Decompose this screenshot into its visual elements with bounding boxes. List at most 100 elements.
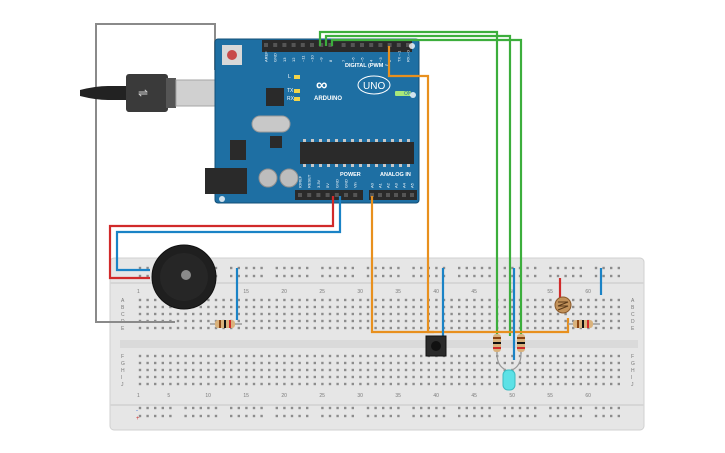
digital-pin-label: ~10 [310, 54, 315, 62]
row-letter: D [631, 319, 635, 325]
wire-green-2[interactable] [324, 34, 512, 336]
digital-pin-label: 8 [328, 59, 333, 62]
digital-pin-label: 12 [291, 57, 296, 62]
digital-pin-label: ~9 [319, 57, 324, 62]
digital-pin-label: ~11 [300, 55, 305, 62]
power-pin-label: Vin [353, 182, 358, 188]
photoresistor[interactable] [554, 296, 572, 314]
digital-label: DIGITAL (PWM ~) [345, 63, 390, 69]
column-number: 25 [319, 289, 325, 295]
rgb-led[interactable] [496, 353, 522, 391]
usb-cable[interactable]: ⇌ [80, 74, 221, 112]
digital-pin-label: RX←0 [406, 49, 411, 62]
row-letter: A [631, 298, 635, 304]
resistor-2[interactable] [493, 334, 501, 354]
column-number: 45 [471, 289, 477, 295]
column-number: 5 [167, 393, 170, 399]
wire-orange-analog[interactable] [370, 196, 570, 334]
power-pin-label: RESET [307, 174, 312, 188]
digital-pin-label: ~6 [350, 57, 355, 62]
column-number: 10 [205, 393, 211, 399]
column-number: 20 [281, 393, 287, 399]
column-number: 35 [395, 393, 401, 399]
atmega-chip-legs [303, 139, 410, 167]
column-number: 30 [357, 393, 363, 399]
pushbutton[interactable] [425, 335, 447, 357]
wire-green-1[interactable] [318, 30, 499, 336]
rail-plus-sign: + [136, 416, 140, 422]
column-number: 50 [509, 289, 515, 295]
analog-pin-label: A1 [378, 182, 383, 188]
row-letter: H [121, 368, 125, 374]
digital-pin-label: ~3 [378, 57, 383, 62]
row-letter: I [631, 375, 632, 381]
row-letter: B [121, 305, 125, 311]
rail-minus-sign: - [136, 408, 138, 414]
analog-pin-label: A5 [410, 182, 415, 188]
analog-pin-label: A2 [386, 182, 391, 188]
digital-pin-label: ~5 [360, 57, 365, 62]
row-letter: G [121, 361, 125, 367]
row-letter: A [121, 298, 125, 304]
power-pin-label: GND [334, 179, 339, 188]
digital-pin-label: 7 [341, 59, 346, 62]
row-letter: F [631, 354, 634, 360]
column-number: 60 [585, 393, 591, 399]
column-number: 55 [547, 393, 553, 399]
row-letter: J [121, 382, 124, 388]
column-number: 15 [243, 289, 249, 295]
resistor-3[interactable] [517, 334, 525, 354]
column-number: 55 [547, 289, 553, 295]
led-label-rx: RX [287, 96, 295, 102]
column-number: 60 [585, 289, 591, 295]
svg-text:∞: ∞ [316, 77, 327, 94]
row-letter: F [121, 354, 124, 360]
digital-pin-label: TX→1 [396, 50, 401, 62]
analog-pin-label: A3 [394, 182, 399, 188]
column-number: 45 [471, 393, 477, 399]
digital-header [264, 43, 410, 47]
led-label-l: L [288, 74, 291, 80]
column-number: 1 [137, 393, 140, 399]
grey-wire[interactable] [95, 23, 216, 323]
resistor-1[interactable] [210, 320, 242, 328]
analog-pin-label: A4 [402, 182, 407, 188]
row-letter: J [631, 382, 634, 388]
wire-green-3[interactable] [330, 38, 523, 336]
row-letter: B [631, 305, 635, 311]
column-number: 15 [243, 393, 249, 399]
row-letter: E [631, 326, 635, 332]
power-pin-label: GND [344, 179, 349, 188]
wire-5v-red[interactable] [108, 196, 335, 280]
piezo-buzzer[interactable] [151, 244, 217, 310]
column-number: 35 [395, 289, 401, 295]
resistor-4[interactable] [568, 320, 600, 328]
row-letter: E [121, 326, 125, 332]
arduino-logo-text: ARDUINO [314, 96, 342, 102]
wires [108, 30, 603, 360]
row-letter: C [121, 312, 125, 318]
analog-pin-label: A0 [370, 182, 375, 188]
wire-gnd-blue[interactable] [115, 196, 342, 272]
column-number: 40 [433, 393, 439, 399]
digital-pin-label: 13 [282, 57, 287, 62]
digital-pin-label: AREF [264, 51, 269, 62]
row-letter: C [631, 312, 635, 318]
power-pin-label: IOREF [298, 175, 303, 188]
column-number: 25 [319, 393, 325, 399]
arduino-logo: ∞ ARDUINO UNO [314, 75, 391, 102]
row-letter: I [121, 375, 122, 381]
power-analog-header [298, 193, 414, 197]
row-letter: G [631, 361, 635, 367]
led-label-tx: TX [287, 88, 294, 94]
digital-pin-label: 4 [369, 59, 374, 62]
column-number: 40 [433, 289, 439, 295]
power-pin-label: 5V [325, 183, 330, 188]
